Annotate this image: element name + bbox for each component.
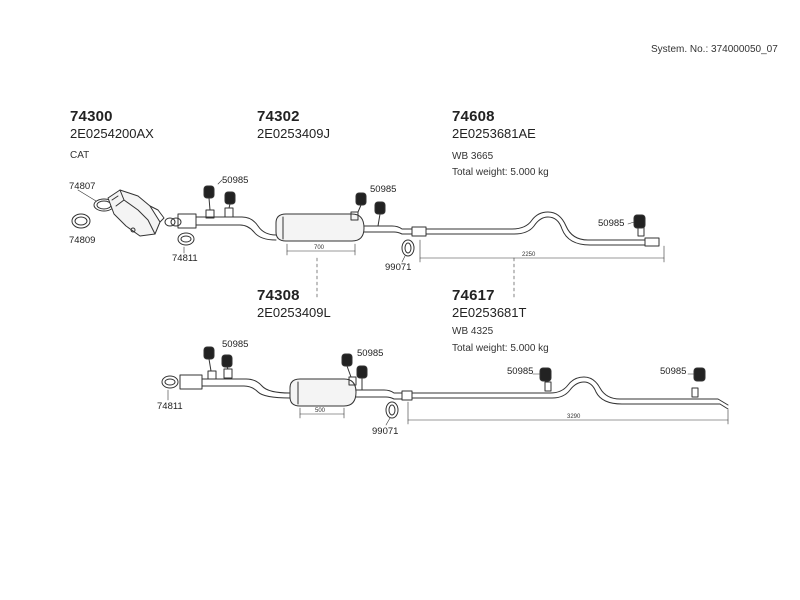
oem-number-74308: 2E0253409L: [257, 305, 331, 320]
rear-pipe-top: [411, 211, 660, 247]
dimension-label-700: 700: [314, 245, 325, 251]
dimension-500: [299, 407, 345, 419]
oem-number-74300: 2E0254200AX: [70, 126, 154, 141]
part-number-74302: 74302: [257, 108, 300, 125]
part-label-50985-g: 50985: [660, 366, 687, 377]
part-label-50985-b: 50985: [370, 184, 397, 195]
part-label-74809: 74809: [69, 235, 96, 246]
hanger-50985-b: [355, 192, 386, 227]
hanger-50985-e: [341, 353, 368, 391]
front-pipe-top: [177, 207, 277, 241]
hanger-50985-a: [203, 179, 236, 211]
catalytic-converter: [107, 189, 165, 237]
part-number-74617: 74617: [452, 287, 495, 304]
dimension-label-500: 500: [315, 408, 326, 414]
part-label-99071-bot: 99071: [372, 426, 399, 437]
dimension-700: [286, 243, 356, 256]
dimension-label-2250: 2250: [522, 252, 536, 258]
part-label-74811-bot: 74811: [157, 401, 183, 412]
part-label-74811-top: 74811: [172, 253, 198, 264]
clamp-74811-bot: [161, 375, 179, 401]
part-label-50985-e: 50985: [357, 348, 384, 359]
gasket-74809: [71, 213, 91, 229]
weight-74608: Total weight: 5.000 kg: [452, 167, 549, 178]
part-label-74807: 74807: [69, 181, 96, 192]
oem-number-74302: 2E0253409J: [257, 126, 331, 141]
clamp-74811-top: [177, 232, 195, 254]
oem-number-74617: 2E0253681T: [452, 305, 527, 320]
part-number-74308: 74308: [257, 287, 300, 304]
part-label-50985-f: 50985: [507, 366, 534, 377]
wheelbase-74608: WB 3665: [452, 151, 494, 162]
hanger-50985-g: [687, 367, 706, 382]
middle-silencer-bottom: [289, 376, 403, 407]
dimension-label-3290: 3290: [567, 414, 581, 420]
dimension-3290: [407, 401, 729, 425]
middle-silencer-top: [275, 211, 413, 242]
part-label-99071-top: 99071: [385, 262, 412, 273]
oem-number-74608: 2E0253681AE: [452, 126, 536, 141]
part-label-50985-d: 50985: [222, 339, 249, 350]
weight-74617: Total weight: 5.000 kg: [452, 343, 549, 354]
system-number: System. No.: 374000050_07: [651, 44, 778, 55]
dimension-2250: [419, 239, 665, 263]
hanger-50985-d: [203, 346, 233, 372]
wheelbase-74617: WB 4325: [452, 326, 494, 337]
cat-note: CAT: [70, 150, 90, 161]
rear-pipe-bottom: [401, 376, 729, 410]
clamp-near-cat: [164, 217, 182, 227]
hanger-50985-f: [532, 367, 552, 382]
part-label-50985-c: 50985: [598, 218, 625, 229]
part-number-74300: 74300: [70, 108, 113, 125]
clamp-99071-bot: [385, 401, 399, 426]
front-pipe-bottom: [179, 368, 291, 399]
clamp-99071-top: [401, 239, 415, 263]
part-label-50985-a: 50985: [222, 175, 249, 186]
hanger-50985-c: [627, 214, 646, 229]
part-number-74608: 74608: [452, 108, 495, 125]
